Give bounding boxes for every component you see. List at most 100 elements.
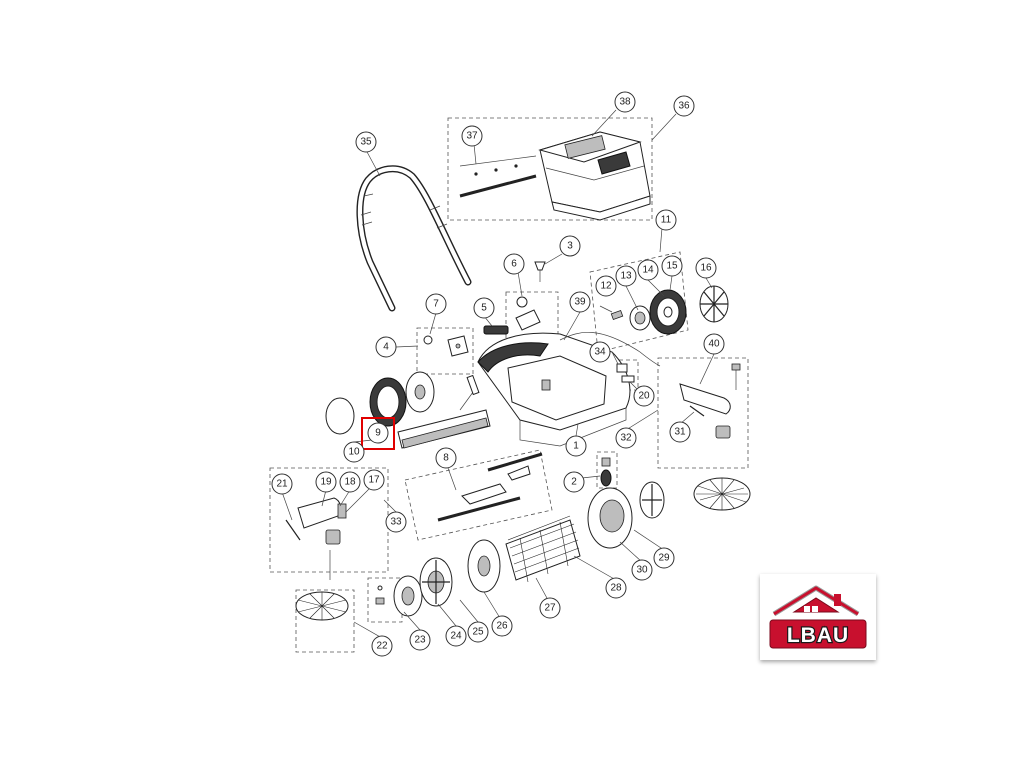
callout-34-label: 34 bbox=[594, 347, 606, 358]
callout-11-label: 11 bbox=[661, 215, 672, 226]
callout-23-label: 23 bbox=[414, 635, 426, 646]
callout-29: 29 bbox=[653, 547, 675, 569]
handle-part bbox=[356, 165, 472, 312]
callout-24-label: 24 bbox=[450, 631, 462, 642]
callout-30: 30 bbox=[631, 559, 653, 581]
callout-20: 20 bbox=[633, 385, 655, 407]
callout-3-label: 3 bbox=[567, 241, 573, 252]
callout-35-label: 35 bbox=[360, 137, 372, 148]
caster-part bbox=[600, 457, 612, 487]
callout-37-label: 37 bbox=[466, 131, 478, 142]
callout-6: 6 bbox=[503, 253, 525, 275]
callout-4: 4 bbox=[375, 336, 397, 358]
callout-5-label: 5 bbox=[481, 303, 487, 314]
callout-33: 33 bbox=[385, 511, 407, 533]
group-box-8 bbox=[404, 449, 553, 541]
callout-9-label: 9 bbox=[375, 428, 381, 439]
right-wheel-assembly-part bbox=[610, 285, 729, 335]
callout-9: 9 bbox=[367, 422, 389, 444]
lbau-logo: LBAU bbox=[760, 574, 876, 660]
callout-18-label: 18 bbox=[344, 477, 356, 488]
main-brush-roller-part bbox=[505, 515, 581, 583]
group-box-22 bbox=[295, 589, 355, 653]
callout-24: 24 bbox=[445, 625, 467, 647]
group-box-32 bbox=[657, 357, 749, 469]
callout-29-label: 29 bbox=[658, 553, 670, 564]
callout-25: 25 bbox=[467, 621, 489, 643]
callout-1-label: 1 bbox=[573, 441, 579, 452]
screw-parts-34-20 bbox=[616, 363, 635, 383]
callout-5: 5 bbox=[473, 297, 495, 319]
group-box-11 bbox=[589, 251, 689, 353]
callout-19: 19 bbox=[315, 471, 337, 493]
callout-22-label: 22 bbox=[376, 641, 388, 652]
callout-27: 27 bbox=[539, 597, 561, 619]
callout-7-label: 7 bbox=[433, 299, 439, 310]
callout-6-label: 6 bbox=[511, 259, 517, 270]
drive-rod-assembly-part bbox=[437, 452, 543, 522]
callout-8: 8 bbox=[435, 447, 457, 469]
callout-17-label: 17 bbox=[368, 475, 380, 486]
left-wheel-part bbox=[325, 371, 435, 435]
callout-21: 21 bbox=[271, 473, 293, 495]
callout-31-label: 31 bbox=[674, 427, 686, 438]
callout-21-label: 21 bbox=[276, 479, 288, 490]
callout-36-label: 36 bbox=[678, 101, 690, 112]
small-parts-cluster bbox=[423, 261, 546, 357]
callout-26-label: 26 bbox=[496, 621, 508, 632]
callout-40: 40 bbox=[703, 333, 725, 355]
rod-39-part bbox=[559, 332, 661, 367]
right-gear-plate-part bbox=[587, 481, 665, 549]
callout-2-label: 2 bbox=[571, 477, 577, 488]
callout-12: 12 bbox=[595, 275, 617, 297]
group-box-4 bbox=[416, 327, 474, 375]
callout-27-label: 27 bbox=[544, 603, 556, 614]
hopper-rod-part bbox=[459, 155, 537, 198]
right-brush-arm-part bbox=[679, 363, 741, 439]
callout-8-label: 8 bbox=[443, 453, 449, 464]
left-brush-arm-part bbox=[285, 497, 347, 580]
callout-38: 38 bbox=[614, 91, 636, 113]
callout-12-label: 12 bbox=[600, 281, 612, 292]
logo-text: LBAU bbox=[787, 624, 849, 647]
callout-38-label: 38 bbox=[619, 97, 631, 108]
callout-16-label: 16 bbox=[700, 263, 712, 274]
flap-part bbox=[397, 374, 491, 449]
callout-3: 3 bbox=[559, 235, 581, 257]
callout-14: 14 bbox=[637, 259, 659, 281]
callout-18: 18 bbox=[339, 471, 361, 493]
callout-15-label: 15 bbox=[666, 261, 678, 272]
callout-28-label: 28 bbox=[610, 583, 622, 594]
callout-11: 11 bbox=[655, 209, 677, 231]
house-roof-icon bbox=[772, 585, 860, 617]
callout-7: 7 bbox=[425, 293, 447, 315]
callout-32: 32 bbox=[615, 427, 637, 449]
callout-28: 28 bbox=[605, 577, 627, 599]
brush-end-plate-26-part bbox=[467, 539, 501, 593]
callout-20-label: 20 bbox=[638, 391, 650, 402]
callout-30-label: 30 bbox=[636, 565, 648, 576]
callout-25-label: 25 bbox=[472, 627, 484, 638]
callout-15: 15 bbox=[661, 255, 683, 277]
hopper-part bbox=[538, 131, 651, 221]
callout-17: 17 bbox=[363, 469, 385, 491]
callout-1: 1 bbox=[565, 435, 587, 457]
callout-14-label: 14 bbox=[642, 265, 654, 276]
callout-33-label: 33 bbox=[390, 517, 402, 528]
callout-10: 10 bbox=[343, 441, 365, 463]
left-side-brush-part bbox=[295, 591, 349, 621]
callout-4-label: 4 bbox=[383, 342, 389, 353]
group-box-36 bbox=[447, 117, 653, 221]
callout-39-label: 39 bbox=[574, 297, 586, 308]
callout-31: 31 bbox=[669, 421, 691, 443]
callout-10-label: 10 bbox=[348, 447, 360, 458]
callout-36: 36 bbox=[673, 95, 695, 117]
callout-23: 23 bbox=[409, 629, 431, 651]
highlight-box-part-9 bbox=[361, 417, 395, 450]
callout-19-label: 19 bbox=[320, 477, 332, 488]
callout-37: 37 bbox=[461, 125, 483, 147]
callout-16: 16 bbox=[695, 257, 717, 279]
callout-26: 26 bbox=[491, 615, 513, 637]
callout-13: 13 bbox=[615, 265, 637, 287]
